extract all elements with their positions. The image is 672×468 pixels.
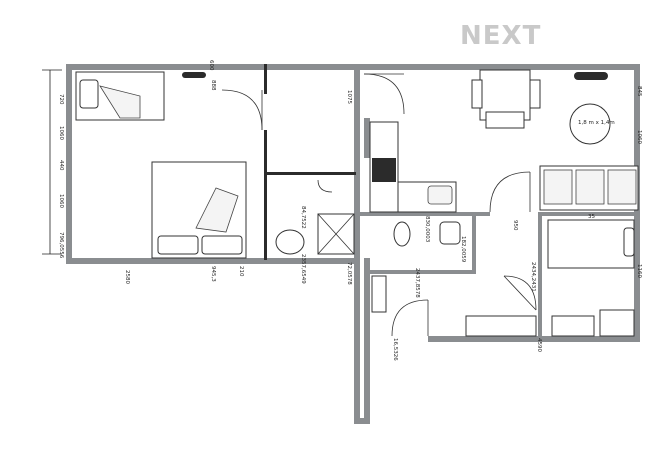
svg-text:182,0059: 182,0059 — [460, 236, 466, 263]
dining-table-icon — [471, 69, 541, 129]
wardrobe-icon — [465, 309, 635, 337]
sink-icon — [275, 229, 305, 255]
svg-text:2357,6549: 2357,6549 — [300, 254, 306, 284]
round-table-icon — [569, 103, 611, 145]
svg-text:440: 440 — [58, 160, 64, 171]
svg-text:2437,8578: 2437,8578 — [414, 268, 420, 298]
svg-text:720: 720 — [58, 94, 64, 105]
svg-text:830,0003: 830,0003 — [424, 216, 430, 243]
svg-text:16,5326: 16,5326 — [392, 338, 398, 361]
stove-icon — [372, 158, 396, 182]
bed-double — [151, 161, 247, 259]
svg-text:72,0578: 72,0578 — [346, 262, 352, 285]
svg-text:950: 950 — [512, 220, 518, 231]
sofa-icon — [539, 165, 639, 211]
svg-text:35: 35 — [588, 214, 595, 220]
svg-text:1060: 1060 — [636, 130, 642, 144]
svg-text:796,0556: 796,0556 — [58, 232, 64, 259]
svg-text:2434,2431: 2434,2431 — [530, 262, 536, 292]
dimension-labels: 720 1060 440 1060 796,0556 2580 945,3 21… — [58, 60, 642, 361]
svg-text:84,7522: 84,7522 — [300, 206, 306, 229]
bath-sink-icon — [439, 221, 461, 245]
svg-text:1160: 1160 — [636, 264, 642, 278]
kitchen — [369, 121, 457, 213]
boiler-icon — [371, 275, 387, 313]
toilet-icon — [393, 221, 411, 247]
brand-logo: NEXT — [460, 21, 541, 51]
bed-bottom-right — [547, 219, 635, 269]
radiator-icon — [182, 72, 206, 78]
svg-text:1060: 1060 — [58, 194, 64, 208]
svg-text:888: 888 — [210, 80, 216, 91]
svg-text:2580: 2580 — [124, 270, 130, 284]
bed-top-left — [75, 71, 165, 121]
kitchen-sink-icon — [427, 185, 453, 205]
door-swings — [221, 73, 537, 337]
round-table-label: 1,8 m x 1,4m — [578, 120, 615, 126]
svg-text:945,3: 945,3 — [210, 266, 216, 282]
svg-text:1060: 1060 — [58, 126, 64, 140]
svg-text:600: 600 — [208, 60, 214, 71]
svg-text:845: 845 — [636, 86, 642, 97]
svg-text:1075: 1075 — [346, 90, 352, 104]
svg-text:210: 210 — [238, 266, 244, 277]
svg-text:4590: 4590 — [536, 338, 542, 352]
radiator-icon-2 — [574, 72, 608, 80]
